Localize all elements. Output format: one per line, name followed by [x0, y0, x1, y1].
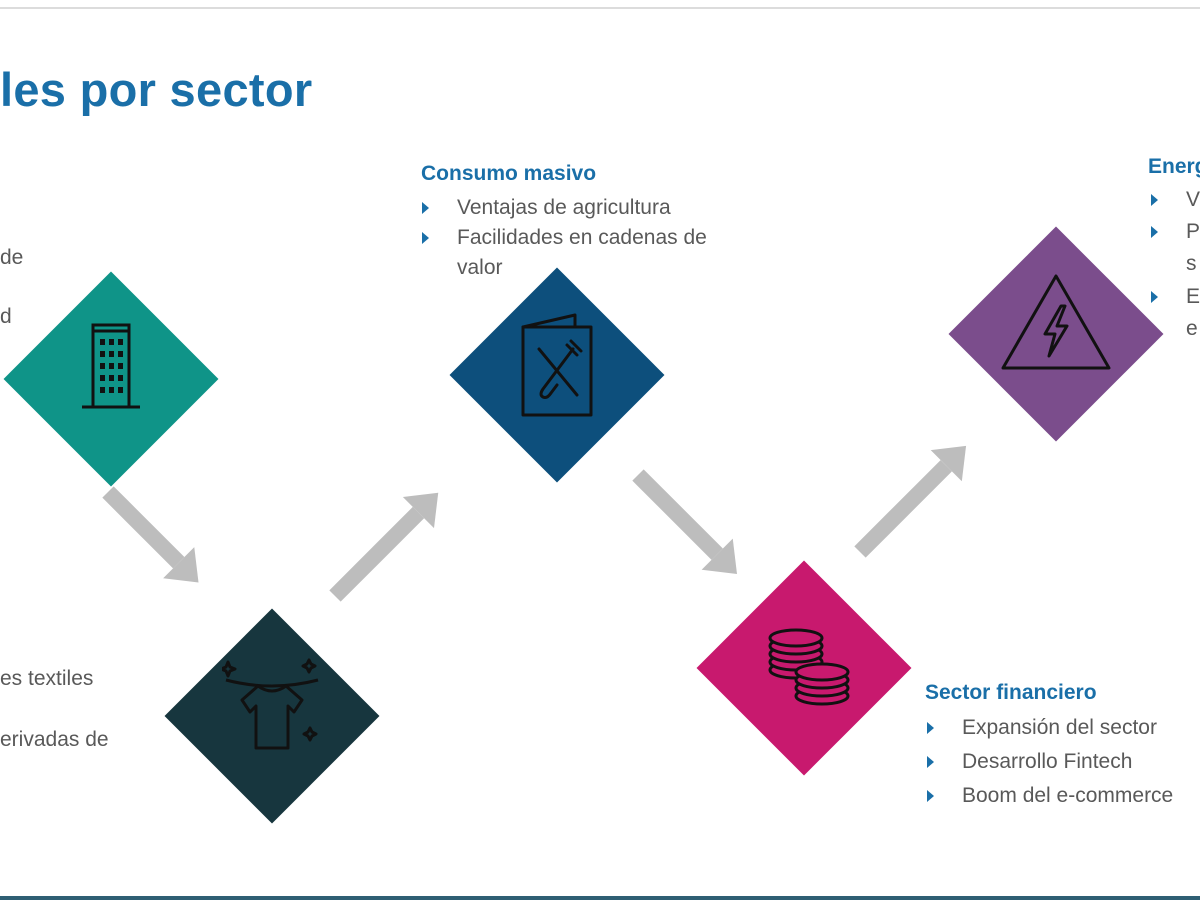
left-bottom-text-line-1: es textiles	[0, 667, 94, 690]
bullet-arrow-icon	[1151, 226, 1158, 238]
left-top-text-line-2: d	[0, 305, 12, 328]
bullet-arrow-icon	[927, 756, 934, 768]
list-item-continuation: valor	[457, 256, 503, 279]
sector-financiero-list: Expansión del sector Desarrollo Fintech …	[924, 711, 1173, 813]
page-title: les por sector	[0, 63, 313, 116]
energia-bullet-3-continuation: e	[1186, 317, 1198, 340]
construction-sector-diamond	[3, 271, 219, 487]
consumo-masivo-heading: Consumo masivo	[421, 162, 597, 185]
bullet-arrow-icon	[422, 232, 429, 244]
list-item: Desarrollo Fintech	[924, 745, 1173, 779]
list-item: Boom del e-commerce	[924, 779, 1173, 813]
sector-financiero-diamond	[696, 560, 912, 776]
bullet-arrow-icon	[422, 202, 429, 214]
high-voltage-warning-icon	[1001, 274, 1111, 370]
energia-bullet-2-continuation: s	[1186, 252, 1197, 275]
energia-diamond	[948, 226, 1164, 442]
list-item: Expansión del sector	[924, 711, 1173, 745]
menu-fork-knife-icon	[521, 313, 593, 417]
energia-heading: Energía	[1148, 155, 1200, 178]
flow-arrow-3	[632, 469, 737, 574]
coins-icon	[768, 628, 850, 706]
bullet-arrow-icon	[927, 722, 934, 734]
list-item: Ventajas de agricultura	[419, 193, 707, 223]
tshirt-icon	[222, 658, 319, 750]
consumo-masivo-diamond	[449, 267, 665, 483]
flow-arrow-2	[329, 492, 439, 602]
textile-sector-diamond	[164, 608, 380, 824]
left-bottom-text-line-2: erivadas de	[0, 728, 109, 751]
bullet-arrow-icon	[1151, 291, 1158, 303]
flow-arrow-4	[854, 445, 967, 558]
bottom-divider	[0, 896, 1200, 900]
building-icon	[82, 323, 140, 409]
top-divider	[0, 7, 1200, 9]
flow-arrow-1	[102, 486, 199, 583]
consumo-masivo-list: Ventajas de agricultura Facilidades en c…	[419, 193, 707, 283]
list-item: Facilidades en cadenas de	[419, 223, 707, 253]
left-top-text-line-1: de	[0, 246, 24, 269]
bullet-arrow-icon	[1151, 194, 1158, 206]
bullet-arrow-icon	[927, 790, 934, 802]
sector-financiero-heading: Sector financiero	[925, 681, 1097, 704]
